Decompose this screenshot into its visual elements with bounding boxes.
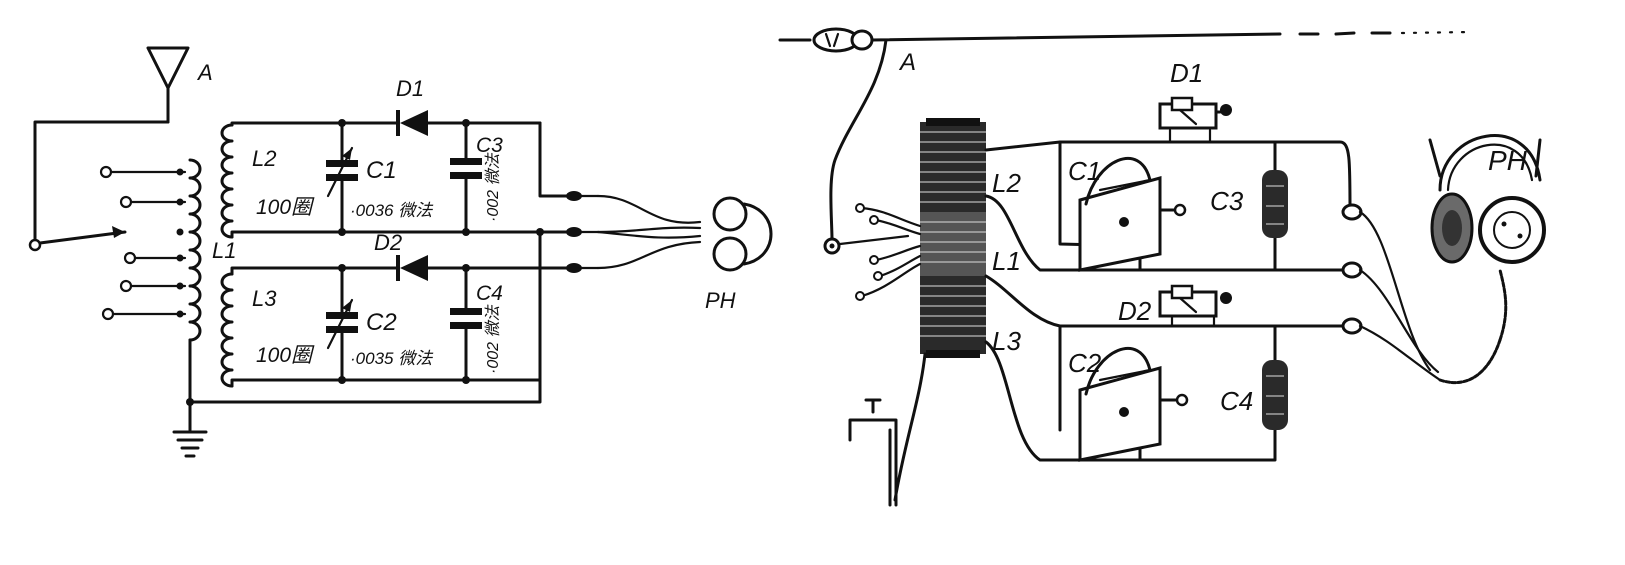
diode-d2-symbol (340, 255, 570, 281)
pic-ground-lead (893, 352, 927, 502)
pic-cap-c4-label: C4 (1220, 386, 1253, 416)
ground-symbol (172, 430, 208, 458)
tap-contacts (99, 165, 187, 321)
upper-top-wire (230, 121, 344, 127)
pic-antenna-label: A (898, 49, 916, 76)
pic-headphones (1428, 134, 1546, 264)
selector-arm (38, 230, 127, 245)
pic-lower-wiring (984, 274, 1352, 462)
pic-diode-d2-label: D2 (1118, 296, 1152, 326)
cap-c4-label: C4 (476, 282, 503, 305)
pic-phone-cords (1358, 210, 1508, 385)
selector-arrow (112, 226, 125, 238)
coil-l2-turns: 100圈 (256, 196, 315, 219)
cap-c1-label: C1 (366, 157, 397, 184)
pic-cap-c2 (1078, 347, 1189, 462)
pic-antenna-lead (829, 38, 888, 242)
lower-bottom-wire (230, 378, 542, 388)
pic-coil-l3-label: L3 (992, 326, 1021, 356)
pic-cap-c1-label: C1 (1068, 156, 1101, 186)
antenna-lead (33, 120, 170, 245)
cap-c3-symbol (450, 121, 482, 234)
diode-d1-symbol (340, 110, 542, 136)
antenna-wire (778, 27, 1472, 53)
antenna-label: A (196, 60, 213, 85)
cap-c1-value: ·0036 微法 (350, 201, 434, 220)
pic-ground-clamp (848, 398, 898, 507)
cap-c4-symbol (450, 266, 482, 382)
coil-l1 (188, 158, 202, 342)
pic-coil-l1-label: L1 (992, 246, 1021, 276)
pic-cap-c3 (1262, 170, 1288, 238)
phones-symbol (596, 194, 773, 272)
tap-dots (176, 168, 184, 318)
coil-l3-label: L3 (252, 286, 277, 311)
pic-tap-leads (855, 203, 922, 301)
pic-cap-c2-label: C2 (1068, 348, 1102, 378)
upper-bottom-wire (230, 230, 542, 239)
coil-l3 (220, 272, 234, 388)
cap-c2-symbol (326, 266, 358, 382)
pic-coil-l2-label: L2 (992, 168, 1021, 198)
diode-d1-label: D1 (396, 76, 424, 101)
phones-label: PH (705, 288, 736, 313)
coil-l2 (220, 123, 234, 239)
coil-l1-label: L1 (212, 238, 236, 263)
pic-upper-wiring (984, 128, 1352, 272)
schematic-diagram: A L1 (28, 46, 773, 458)
diode-d2-label: D2 (374, 230, 402, 255)
cap-c3-label: C3 (476, 134, 503, 157)
cap-c4-value: ·002 微法 (484, 304, 502, 374)
pic-diode-d2 (1158, 284, 1232, 318)
cap-c3-value: ·002 微法 (484, 152, 502, 222)
pic-diode-d1-label: D1 (1170, 58, 1203, 88)
coil-l2-label: L2 (252, 146, 276, 171)
coil-l3-turns: 100圈 (256, 344, 315, 367)
pic-phones-label: PH (1488, 145, 1528, 176)
pic-cap-c4 (1262, 360, 1288, 430)
cap-c1-symbol (326, 121, 358, 234)
pic-coil-windings (920, 131, 986, 337)
pictorial-diagram: A (778, 27, 1546, 507)
cap-c2-value: ·0035 微法 (350, 349, 434, 368)
common-rail (188, 230, 542, 404)
upper-output-wire (538, 121, 570, 198)
lower-top-wire (230, 266, 344, 276)
pic-cap-c3-label: C3 (1210, 186, 1244, 216)
pic-output-terminals (1341, 203, 1363, 335)
pic-diode-d1 (1158, 96, 1232, 130)
output-jacks (538, 191, 600, 273)
selector-pivot (28, 238, 42, 252)
pic-cap-c1 (1078, 157, 1187, 272)
antenna-symbol (146, 46, 190, 124)
pic-coil-former (920, 118, 986, 358)
cap-c2-label: C2 (366, 309, 397, 336)
